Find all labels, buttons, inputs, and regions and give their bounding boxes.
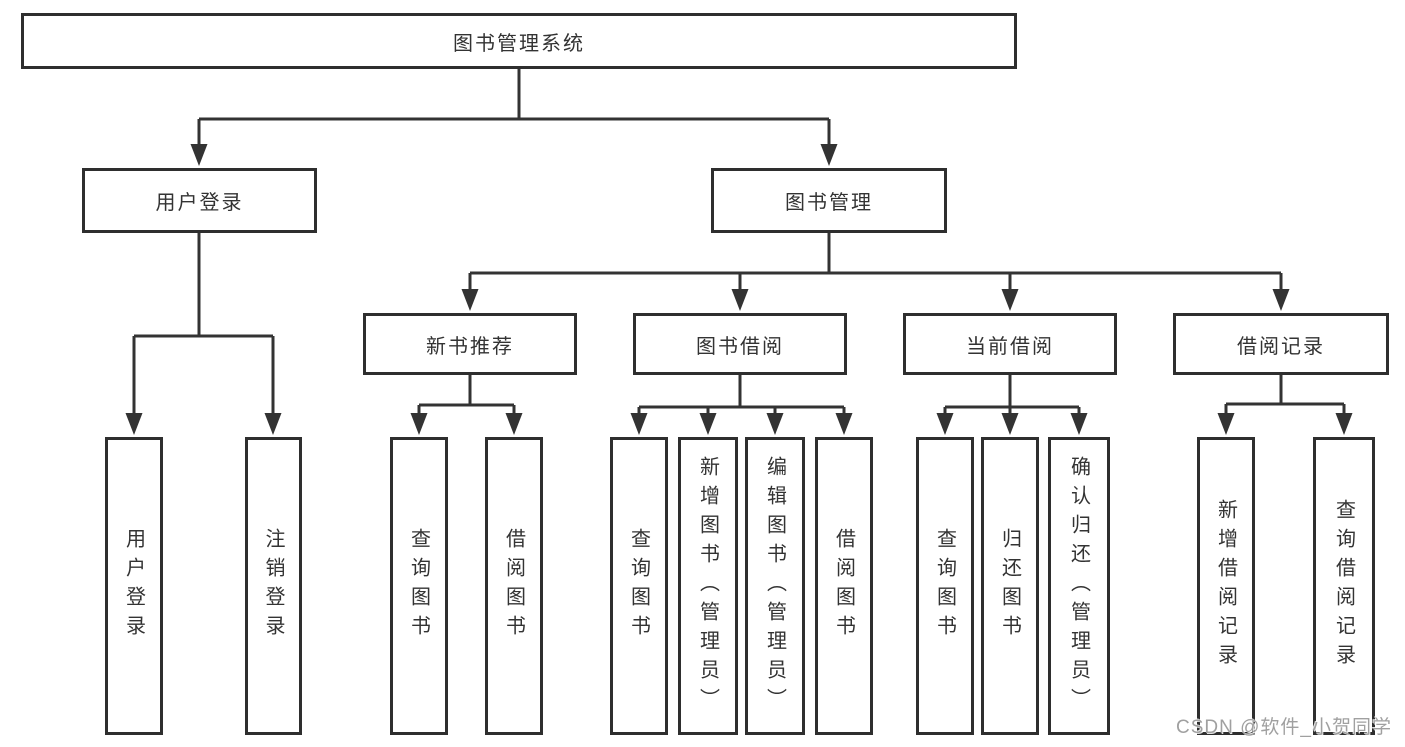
node-label: 新书推荐 bbox=[426, 335, 514, 358]
leaf-query-books-recommend: 查询图书 bbox=[390, 437, 448, 735]
leaf-add-book-admin: 新增图书（管理员） bbox=[678, 437, 738, 735]
leaf-query-books-borrow: 查询图书 bbox=[610, 437, 668, 735]
node-label: 借阅图书 bbox=[502, 528, 525, 644]
node-book-management: 图书管理 bbox=[711, 168, 947, 233]
node-label: 图书管理 bbox=[785, 192, 873, 214]
arrow-down-icon bbox=[125, 413, 143, 435]
node-library-system: 图书管理系统 bbox=[21, 13, 1017, 69]
leaf-borrow-books-recommend: 借阅图书 bbox=[485, 437, 543, 735]
node-label: 当前借阅 bbox=[966, 335, 1054, 358]
arrow-down-icon bbox=[264, 413, 282, 435]
node-label: 注销登录 bbox=[262, 528, 284, 644]
arrow-down-icon bbox=[820, 144, 838, 166]
node-label: 借阅图书 bbox=[832, 528, 855, 644]
node-label: 图书借阅 bbox=[696, 335, 784, 358]
leaf-logout: 注销登录 bbox=[245, 437, 302, 735]
connector-line bbox=[417, 375, 516, 421]
node-book-borrow: 图书借阅 bbox=[633, 313, 847, 375]
node-current-borrow: 当前借阅 bbox=[903, 313, 1117, 375]
arrow-down-icon bbox=[936, 413, 954, 435]
node-label: 图书管理系统 bbox=[453, 32, 585, 55]
connector-line bbox=[468, 233, 1283, 298]
arrow-down-icon bbox=[505, 413, 523, 435]
arrow-down-icon bbox=[410, 413, 428, 435]
node-label: 用户登录 bbox=[122, 528, 145, 644]
leaf-edit-book-admin: 编辑图书（管理员） bbox=[745, 437, 805, 735]
arrow-down-icon bbox=[731, 289, 749, 311]
node-user-login: 用户登录 bbox=[82, 168, 317, 233]
node-label: 借阅记录 bbox=[1237, 335, 1325, 358]
node-label: 编辑图书（管理员） bbox=[763, 455, 786, 717]
node-label: 确认归还（管理员） bbox=[1067, 455, 1090, 717]
leaf-add-borrow-record: 新增借阅记录 bbox=[1197, 437, 1255, 735]
leaf-user-login: 用户登录 bbox=[105, 437, 163, 735]
arrow-down-icon bbox=[766, 413, 784, 435]
node-label: 查询图书 bbox=[933, 528, 956, 644]
node-label: 归还图书 bbox=[998, 528, 1021, 644]
watermark: CSDN @软件_小贺同学 bbox=[1176, 717, 1392, 738]
arrow-down-icon bbox=[1070, 413, 1088, 435]
arrowheads bbox=[125, 144, 1353, 435]
arrow-down-icon bbox=[835, 413, 853, 435]
leaf-borrow-books: 借阅图书 bbox=[815, 437, 873, 735]
connector-line bbox=[1224, 375, 1346, 421]
arrow-down-icon bbox=[1335, 413, 1353, 435]
node-label: 用户登录 bbox=[155, 192, 244, 214]
leaf-query-borrow-record: 查询借阅记录 bbox=[1313, 437, 1375, 735]
arrow-down-icon bbox=[1001, 413, 1019, 435]
arrow-down-icon bbox=[630, 413, 648, 435]
node-borrow-records: 借阅记录 bbox=[1173, 313, 1389, 375]
arrow-down-icon bbox=[699, 413, 717, 435]
node-label: 查询图书 bbox=[407, 528, 430, 644]
arrow-down-icon bbox=[1001, 289, 1019, 311]
node-label: 新增借阅记录 bbox=[1214, 499, 1237, 673]
connector-line bbox=[132, 233, 275, 421]
leaf-confirm-return-admin: 确认归还（管理员） bbox=[1048, 437, 1110, 735]
connector-line bbox=[637, 375, 846, 421]
node-new-book-recommend: 新书推荐 bbox=[363, 313, 577, 375]
leaf-query-books-current: 查询图书 bbox=[916, 437, 974, 735]
leaf-return-book: 归还图书 bbox=[981, 437, 1039, 735]
node-label: 新增图书（管理员） bbox=[696, 455, 719, 717]
connector-line bbox=[197, 69, 831, 152]
node-label: 查询借阅记录 bbox=[1332, 499, 1355, 673]
node-label: 查询图书 bbox=[627, 528, 650, 644]
arrow-down-icon bbox=[461, 289, 479, 311]
arrow-down-icon bbox=[1217, 413, 1235, 435]
arrow-down-icon bbox=[190, 144, 208, 166]
arrow-down-icon bbox=[1272, 289, 1290, 311]
